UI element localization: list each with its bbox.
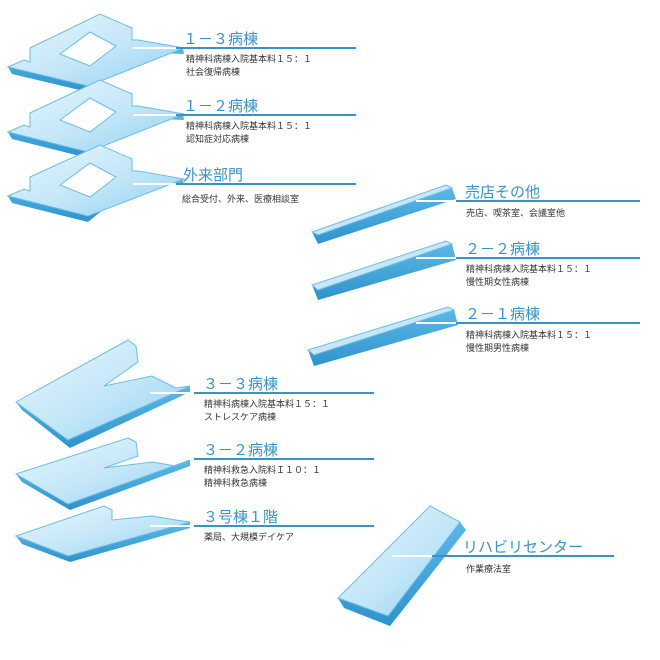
floor-desc-shop-line1: 売店、喫茶室、会議室他 (466, 209, 566, 219)
floor-slab-1-2 (6, 79, 186, 158)
floor-desc-3-2-line1: 精神科救急入院料Ｉ１０：１ (204, 466, 322, 476)
floor-slab-shop (310, 184, 456, 244)
floor-slab-outpatient (6, 144, 186, 222)
floor-desc-3-3-line1: 精神科病棟入院基本料１５：１ (204, 400, 331, 410)
floor-label-1-2: １－２病棟 (183, 97, 259, 115)
floor-slab-2-2 (310, 240, 456, 300)
floor-label-shop: 売店その他 (465, 183, 541, 201)
floor-label-outpatient: 外来部門 (183, 166, 244, 184)
leader-lines (133, 47, 640, 557)
floor-desc-1-2-line2: 認知症対応病棟 (186, 135, 250, 145)
floor-label-3-2: ３－２病棟 (203, 441, 279, 459)
floor-desc-3-1f-line1: 薬局、大規模デイケア (204, 533, 295, 543)
floor-desc-3-3-line2: ストレスケア病棟 (204, 413, 277, 423)
floor-desc-rehab-line1: 作業療法室 (466, 565, 512, 575)
floor-slab-3-3 (15, 339, 191, 448)
floor-label-3-3: ３－３病棟 (203, 375, 279, 393)
floor-label-3-1f: ３号棟１階 (203, 508, 279, 526)
floor-slab-rehab (337, 505, 466, 626)
floor-label-rehab: リハビリセンター (463, 538, 584, 556)
floor-desc-1-3-line2: 社会復帰病棟 (186, 68, 241, 78)
floor-desc-3-2-line2: 精神科救急病棟 (204, 479, 268, 489)
floor-label-1-3: １－３病棟 (183, 30, 259, 48)
floor-desc-2-1-line1: 精神科病棟入院基本料１５：１ (466, 331, 593, 341)
floor-slab-3-1f (14, 505, 191, 562)
floor-desc-2-1-line2: 慢性期男性病棟 (466, 344, 530, 354)
floor-desc-2-2-line2: 慢性期女性病棟 (466, 278, 530, 288)
floor-slab-3-2 (14, 437, 191, 510)
floor-desc-1-3-line1: 精神科病棟入院基本料１５：１ (186, 55, 313, 65)
floor-label-2-1: ２－１病棟 (465, 305, 541, 323)
floor-desc-2-2-line1: 精神科病棟入院基本料１５：１ (466, 265, 593, 275)
floor-label-2-2: ２－２病棟 (465, 240, 541, 258)
floor-slab-2-1 (306, 306, 458, 366)
floor-desc-1-2-line1: 精神科病棟入院基本料１５：１ (186, 122, 313, 132)
floor-desc-outpatient-line1: 総合受付、外来、医療相談室 (182, 195, 300, 205)
floor-slab-1-3 (6, 13, 186, 92)
